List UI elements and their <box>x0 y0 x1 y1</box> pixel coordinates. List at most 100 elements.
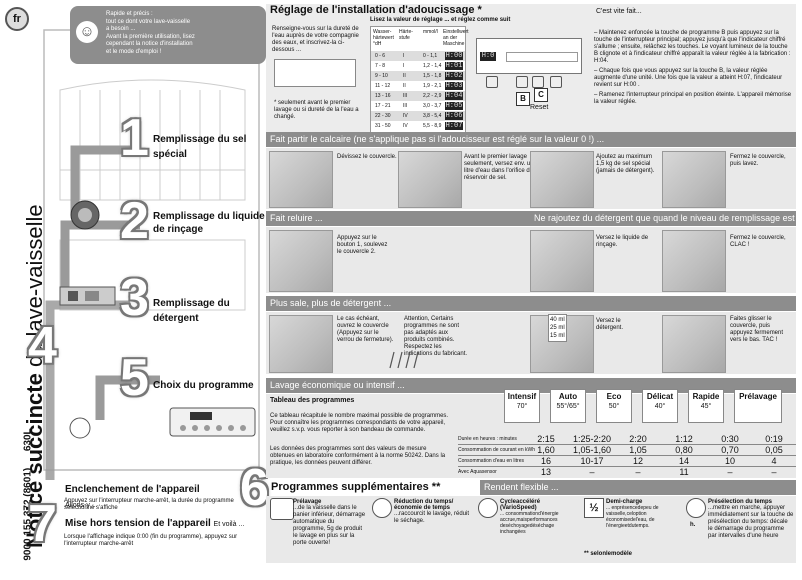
step2-bar-left: Fait reluire ... <box>270 213 323 223</box>
step-number-2: 2 <box>120 192 149 250</box>
preselection-text: ...mettre en marche, appuyer immédiateme… <box>708 505 794 539</box>
variospeed-text: ... consommationd'énergie accrue,maisper… <box>500 511 559 535</box>
step-number-6: 6 <box>240 459 269 517</box>
hardness-table: Wasser-härtewert °dH Härte-stufe mmol/l … <box>370 26 469 133</box>
variospeed-icon <box>478 498 498 518</box>
step6-bar: Rendent flexible ... <box>480 480 796 495</box>
softener-instructions: – Maintenez enfoncée la touche de progra… <box>594 30 792 105</box>
reduction-text: ...raccourcit le lavage, réduit le sécha… <box>394 511 470 524</box>
salt-photo-1 <box>269 151 333 208</box>
power-on-title: Enclenchement de l'appareil Allons-y ... <box>65 484 200 509</box>
rinse-photo-2 <box>530 230 594 292</box>
program-table-note: Les données des programmes sont des vale… <box>270 446 446 466</box>
prelavage-icon <box>270 498 294 520</box>
rinse-step-3: Fermez le couvercle, CLAC ! <box>730 235 786 248</box>
detergent-photo-1 <box>269 315 333 373</box>
timer-h-label: h. <box>690 522 696 528</box>
step7-bar: Et voilà ... <box>213 521 245 528</box>
detergent-step-4: Faites glisser le couvercle, puis appuye… <box>730 316 784 343</box>
step1-bar: Fait partir le calcaire (ne s'applique p… <box>266 132 796 147</box>
program-row-aquasensor: Avec Aquasensor 13 – – 11 – – <box>458 467 777 477</box>
step-number-1: 1 <box>120 109 149 167</box>
step2-bar: Fait reluire ... Ne rajoutez du détergen… <box>266 211 796 238</box>
half-load-icon: ½ <box>584 498 604 518</box>
detergent-step-3: Versez le détergent. <box>596 318 624 331</box>
step3-bar: Plus sale, plus de détergent ... <box>266 296 796 311</box>
step6-title: Programmes supplémentaires ** <box>271 481 441 493</box>
extras-footnote: ** selonlemodèle <box>584 551 633 557</box>
prelavage-text: ...de la vaisselle dans le panier inféri… <box>293 505 366 546</box>
step3-title: Remplissage du détergent <box>153 298 230 324</box>
program-table-description: Ce tableau récapitule le nombre maximal … <box>270 413 449 433</box>
step7-text: Lorsque l'affichage indique 0:00 (fin du… <box>64 534 238 547</box>
button-c-label: C <box>534 88 548 102</box>
extras-section: Prélavage ...de la vaisselle dans le pan… <box>266 496 796 563</box>
lang-badge: fr <box>5 7 29 31</box>
power-on-bar: Allons-y ... <box>65 502 98 509</box>
program-prelavage: Prélavage <box>734 389 782 423</box>
step-number-3: 3 <box>120 269 149 327</box>
prelavage-title: Prélavage <box>293 499 322 505</box>
softener-section: Réglage de l'installation d'adoucissage … <box>266 4 796 133</box>
power-on-text: Appuyez sur l'interrupteur marche-arrêt,… <box>64 498 234 511</box>
step-number-4: 4 <box>28 317 57 375</box>
detergent-section: Le cas échéant, ouvrez le couvercle (App… <box>266 312 796 374</box>
step-number-7: 7 <box>28 495 57 553</box>
timer-icon <box>686 498 706 518</box>
salt-photo-2 <box>398 151 462 208</box>
hardness-input-box[interactable] <box>274 59 356 87</box>
detergent-step-1: Le cas échéant, ouvrez le couvercle (App… <box>337 316 394 343</box>
model-number: 630L <box>22 428 34 452</box>
program-row-water: Consommation d'eau en litres 16 10-17 12… <box>458 456 796 467</box>
rinse-section: Appuyez sur le bouton 1, soulevez le cou… <box>266 227 796 293</box>
program-row-energy: Consommation de courant en kWh 1,60 1,05… <box>458 445 796 456</box>
salt-step-4: Fermez le couvercle, puis lavez. <box>730 154 786 167</box>
step1-title: Remplissage du sel spécial <box>153 134 247 160</box>
steam-lines-icon <box>389 351 419 369</box>
program-table-title: Tableau des programmes <box>270 397 355 404</box>
reduction-title: Réduction du temps/ économie de temps <box>394 499 454 511</box>
program-row-duration: Durée en heures : minutes 2:15 1:25-2:20… <box>458 434 796 445</box>
rinse-step-2: Versez le liquide de rinçage. <box>596 235 649 248</box>
salt-photo-4 <box>662 151 726 208</box>
salt-photo-3 <box>530 151 594 208</box>
softener-title: Réglage de l'installation d'adoucissage … <box>270 4 482 16</box>
softener-right-label: C'est vite fait... <box>596 8 642 15</box>
variospeed-title: Cycleaccéléré (VarioSpeed) <box>500 499 541 511</box>
smiley-icon: ☺ <box>76 21 98 43</box>
reset-label: Reset <box>530 104 549 111</box>
control-panel-illustration: H:0 B C Reset <box>476 38 582 118</box>
salt-step-1: Dévissez le couvercle. <box>337 154 397 160</box>
salt-step-2: Avant le premier lavage seulement, verse… <box>464 154 534 181</box>
step-number-5: 5 <box>120 349 149 407</box>
detergent-photo-2 <box>530 315 594 373</box>
softener-left-text: Renseigne-vous sur la dureté de l'eau au… <box>272 26 359 53</box>
tip-text: Rapide et précis :tout ce dont votre lav… <box>106 11 195 55</box>
half-load-title: Demi-charge <box>606 499 643 505</box>
tip-bubble: ☺ Rapide et précis :tout ce dont votre l… <box>70 6 266 64</box>
softener-footnote: * seulement avant le premier lavage ou s… <box>274 100 359 120</box>
preselection-title: Présélection du temps <box>708 499 773 505</box>
detergent-warning: Attention, Certains programmes ne sont p… <box>404 316 468 357</box>
detergent-photo-3 <box>662 315 726 373</box>
rinse-step-1: Appuyez sur le bouton 1, soulevez le cou… <box>337 235 388 255</box>
half-load-text: ... enprésencedepeu de vaisselle,celopti… <box>606 505 659 529</box>
step7-title: Mise hors tension de l'appareil Et voilà… <box>65 518 245 529</box>
softener-subtitle: Lisez la valeur de réglage ... et réglez… <box>370 17 511 23</box>
salt-section: Dévissez le couvercle. Avant le premier … <box>266 148 796 209</box>
salt-step-3: Ajoutez au maximum 1,5 kg de sel spécial… <box>596 154 655 174</box>
clock-icon <box>372 498 392 518</box>
